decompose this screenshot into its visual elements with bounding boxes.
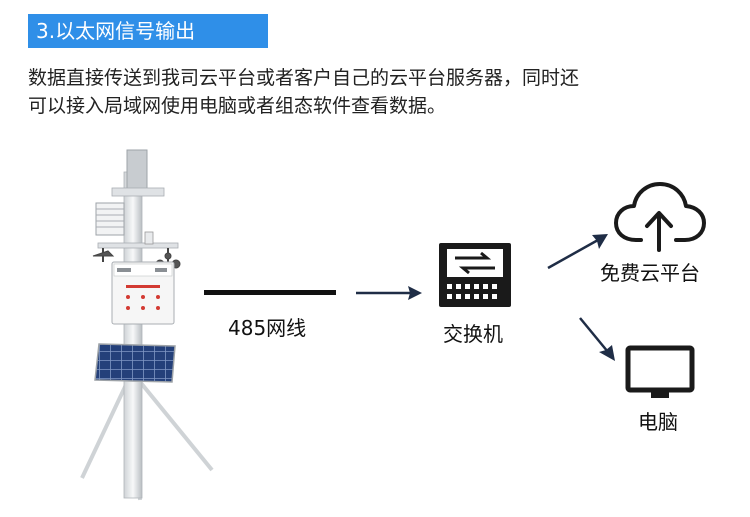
switch-icon [439,243,511,307]
arrow-to-computer [579,317,615,361]
cable-line [204,290,336,295]
control-box [111,261,175,325]
pole [123,171,143,499]
description-line-1: 数据直接传送到我司云平台或者客户自己的云平台服务器，同时还 [28,67,580,89]
cable-label: 485网线 [228,316,307,340]
solar-panel [94,343,176,383]
switch-label: 交换机 [443,322,503,346]
section-title: 3.以太网信号输出 [36,19,196,43]
radiation-shield [95,202,125,236]
monitor-icon [625,345,695,398]
rain-gauge [126,149,148,191]
description-line-2: 可以接入局域网使用电脑或者组态软件查看数据。 [28,95,447,117]
description: 数据直接传送到我司云平台或者客户自己的云平台服务器，同时还 可以接入局域网使用电… [28,64,728,120]
light-sensor [144,231,154,245]
cloud-label: 免费云平台 [600,261,700,285]
section-header: 3.以太网信号输出 [28,14,268,48]
cloud-upload-icon [614,182,706,252]
weather-station-image [80,149,214,501]
arrow-to-cloud [547,234,608,270]
arrow-to-switch [356,286,422,300]
tripod [80,370,214,501]
computer-label: 电脑 [638,410,678,434]
